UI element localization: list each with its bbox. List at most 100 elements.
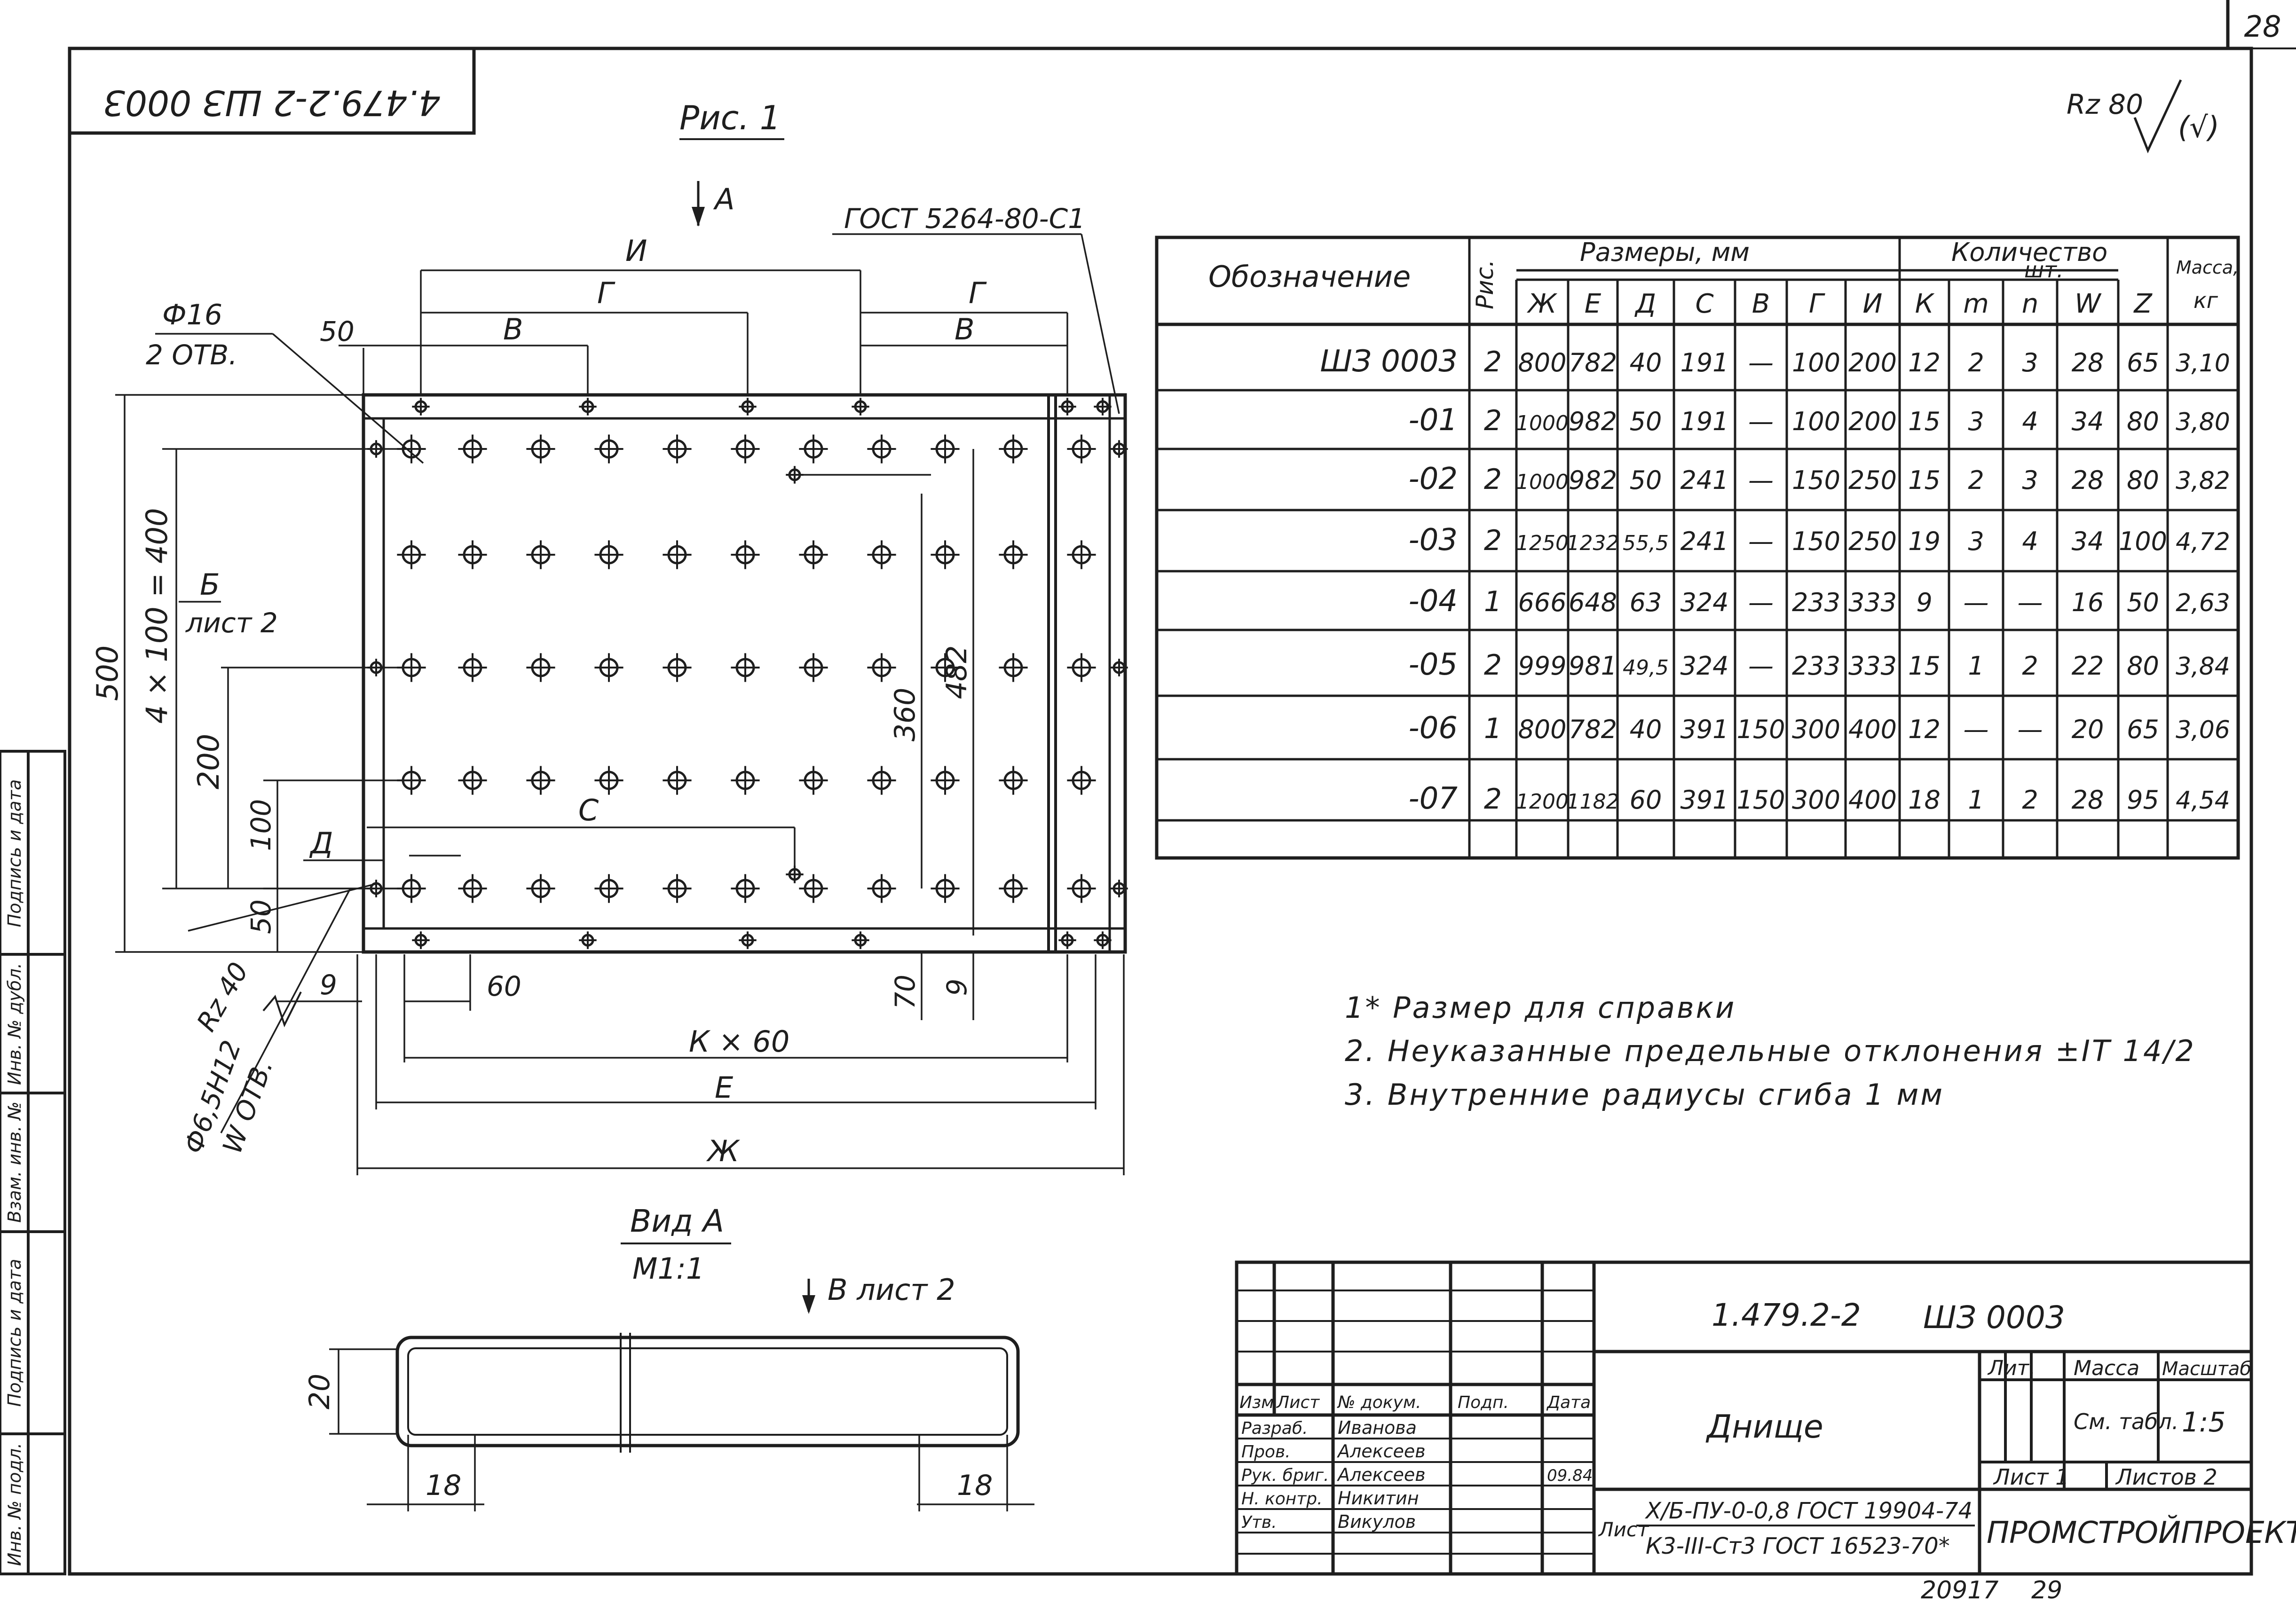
table-cell-size: — (1748, 407, 1774, 436)
hole-mark (731, 874, 760, 903)
left-strip-label-1: Инв. № подл. (4, 1443, 25, 1566)
table-cell-size: 55,5 (1623, 531, 1669, 555)
view-arrow-label: А (713, 182, 734, 216)
left-strip-label-5: Подпись и дата (4, 779, 25, 928)
hole-mark (1067, 766, 1096, 795)
table-cell-size: 63 (1630, 588, 1662, 617)
table-cell-size: 666 (1518, 588, 1566, 617)
table-cell-fig: 1 (1484, 585, 1502, 618)
table-size-col: И (1863, 289, 1883, 319)
hole-mark (799, 434, 828, 464)
table-cell-size: 800 (1518, 715, 1566, 744)
table-cell-size: 250 (1848, 465, 1897, 495)
hole-mark (739, 931, 757, 949)
tb-col-date: Дата (1546, 1393, 1591, 1412)
view-a-d20: 20 (303, 1374, 336, 1409)
table-cell-designation: -03 (1408, 523, 1458, 558)
left-strip-label-2: Подпись и дата (4, 1259, 25, 1407)
table-cell-size: 648 (1569, 588, 1617, 617)
hole-mark (931, 540, 960, 569)
table-cell-size: — (1748, 465, 1774, 495)
hole-mark (1067, 874, 1096, 903)
hole-mark (1110, 880, 1128, 897)
table-cell-size: 40 (1630, 715, 1662, 744)
hole-mark (663, 540, 692, 569)
left-strip-labels: Инв. № подл. Подпись и дата Взам. инв. №… (4, 779, 25, 1566)
dim-360: 360 (889, 688, 922, 742)
view-arrow-a: А (692, 181, 734, 227)
dim-e: Е (715, 1070, 734, 1105)
table-col-fig: Рис. (1471, 260, 1499, 309)
dim-c: С (578, 793, 599, 827)
hole-mark (799, 540, 828, 569)
dim-200: 200 (191, 734, 226, 789)
table-cell-designation: -04 (1408, 584, 1458, 619)
frame (68, 0, 2296, 1576)
dim-hole-count: 2 ОТВ. (146, 339, 237, 371)
hole-mark (931, 874, 960, 903)
note-2: 2. Неуказанные предельные отклонения ±IT… (1345, 1034, 2196, 1068)
tb-role: Утв. (1241, 1513, 1277, 1532)
hole-mark (1058, 931, 1076, 949)
table-cell-size: 1182 (1567, 790, 1619, 814)
hole-mark (867, 874, 896, 903)
hole-mark (1110, 659, 1128, 676)
dim-100: 100 (245, 799, 277, 851)
hole-mark (458, 540, 487, 569)
table-cell-qty: 28 (2072, 348, 2104, 377)
table-mass-unit: кг (2193, 288, 2218, 313)
hole-mark (867, 653, 896, 682)
dimension-lines (115, 233, 1125, 1175)
table-cell-fig: 2 (1484, 649, 1502, 682)
table-cell-qty: 2 (2022, 651, 2038, 681)
dim-weld: ГОСТ 5264-80-С1 (844, 203, 1085, 235)
table-cell-qty: 4 (2022, 527, 2038, 556)
hole-mark (999, 653, 1028, 682)
table-cell-size: 233 (1792, 588, 1840, 617)
dim-9-left: 9 (320, 969, 337, 1001)
tb-col-sign: Подп. (1458, 1393, 1509, 1412)
tb-material-prefix: Лист (1598, 1518, 1649, 1541)
table-col-designation: Обозначение (1208, 260, 1411, 294)
left-strip (0, 750, 66, 1575)
table-size-col: Г (1809, 289, 1825, 319)
tb-role-row: Разраб.Иванова (1241, 1417, 1417, 1438)
hole-mark (594, 434, 623, 464)
table-cell-qty: 22 (2072, 651, 2104, 681)
table-cell-qty: — (1964, 588, 1989, 617)
view-a-arrow: В лист 2 (828, 1273, 955, 1307)
dim-482: 482 (940, 645, 973, 700)
hole-mark (663, 874, 692, 903)
table-cell-size: 391 (1680, 785, 1728, 815)
title-block (1235, 1260, 2253, 1576)
hole-mark (799, 766, 828, 795)
hole-mark (999, 766, 1028, 795)
view-a-title: Вид А (630, 1203, 724, 1239)
table-cell-size: 981 (1569, 651, 1617, 681)
table-cell-size: 150 (1736, 715, 1785, 744)
table-cell-qty: 2 (1968, 348, 1984, 377)
table-qty-col: m (1963, 289, 1989, 319)
table-cell-size: 49,5 (1623, 656, 1669, 680)
table-cell-size: 1200 (1516, 790, 1569, 814)
table-cell-qty: 65 (2127, 715, 2159, 744)
note-3: 3. Внутренние радиусы сгиба 1 мм (1345, 1077, 1944, 1112)
hole-mark (852, 931, 869, 949)
title-block-text: 1.479.2-2 ШЗ 0003 Днище Изм Лист № докум… (1239, 1297, 2296, 1604)
table-cell-qty: 34 (2072, 527, 2104, 556)
tb-role: Разраб. (1241, 1419, 1308, 1438)
view-a-scale: М1:1 (632, 1251, 704, 1286)
table-size-col: Д (1634, 289, 1656, 319)
view-a: Вид А М1:1 В лист 2 20 18 18 (303, 1203, 1034, 1511)
hole-mark (1067, 434, 1096, 464)
table-cell-qty: — (2018, 588, 2043, 617)
main-plate (362, 393, 1128, 954)
table-cell-designation: -01 (1408, 403, 1458, 438)
table-cell-designation: ШЗ 0003 (1320, 344, 1458, 379)
table-cell-size: 150 (1736, 785, 1785, 815)
